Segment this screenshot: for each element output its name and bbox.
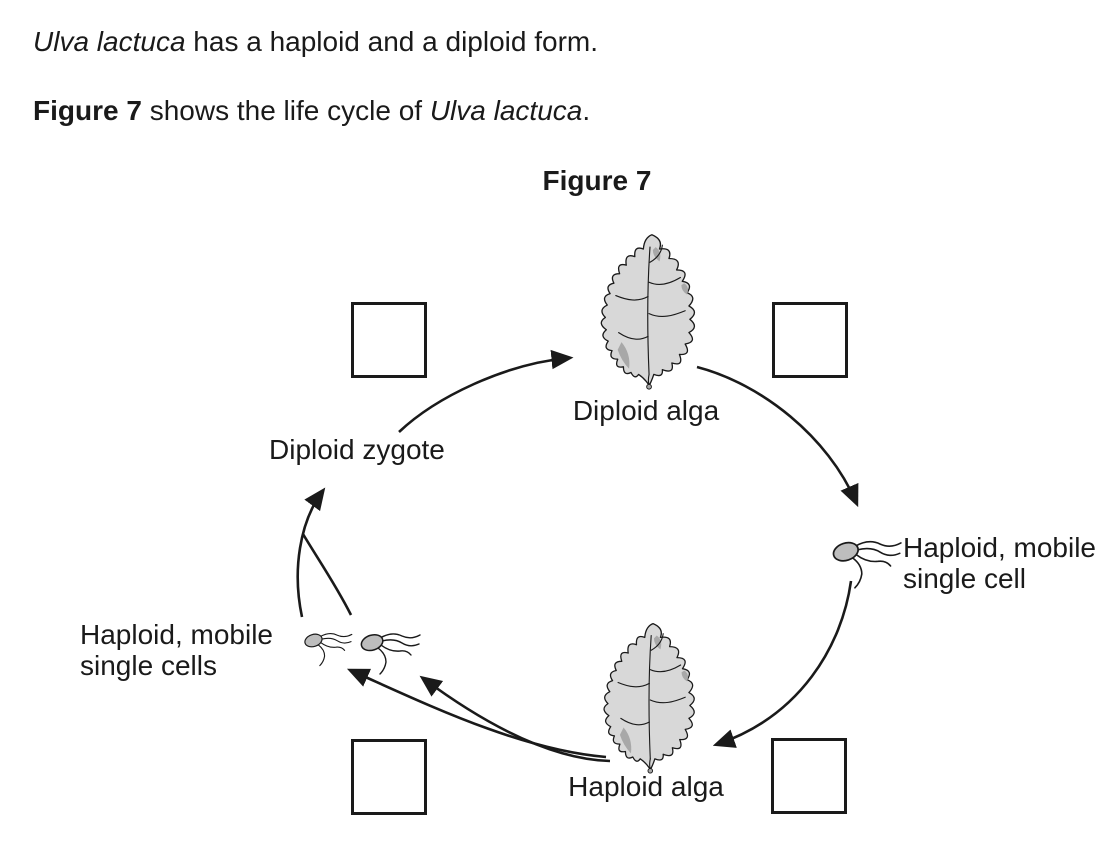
- haploid-single-cell-label-line1: Haploid, mobile: [903, 532, 1096, 563]
- arrow-cells-to-zygote: [296, 487, 326, 618]
- diploid-alga-icon: [600, 234, 696, 390]
- intro-line-1-text: has a haploid and a diploid form.: [185, 26, 599, 57]
- arrow-diploid-alga-to-single-cell: [696, 365, 859, 508]
- diploid-zygote-label: Diploid zygote: [269, 434, 445, 465]
- haploid-cell-right-icon: [358, 631, 421, 675]
- species-name-italic: Ulva lactuca: [429, 95, 583, 126]
- haploid-alga-icon: [603, 622, 695, 774]
- intro-line-1: Ulva lactuca has a haploid and a diploid…: [33, 27, 598, 57]
- intro-line-2-text: shows the life cycle of: [141, 95, 430, 126]
- haploid-single-cell-label-line2: single cell: [903, 563, 1026, 594]
- haploid-single-cells-label-line1: Haploid, mobile: [80, 619, 273, 650]
- cycle-arrows: [296, 349, 859, 763]
- line-cell-to-zygote-merge: [301, 533, 353, 616]
- arrow-haploid-alga-to-cells-right: [419, 675, 611, 763]
- answer-box-top-right[interactable]: [772, 302, 848, 378]
- figure-title: Figure 7: [542, 165, 652, 196]
- figure-reference-bold: Figure 7: [33, 95, 142, 126]
- answer-box-bottom-right[interactable]: [771, 738, 847, 814]
- arrow-haploid-alga-to-cells-left: [346, 668, 607, 759]
- haploid-alga-label: Haploid alga: [568, 771, 724, 802]
- haploid-cell-left-icon: [302, 631, 353, 667]
- arrow-single-cell-to-haploid-alga: [712, 580, 853, 748]
- answer-box-bottom-left[interactable]: [351, 739, 427, 815]
- diploid-alga-label: Diploid alga: [572, 395, 720, 426]
- intro-line-2: Figure 7 shows the life cycle of Ulva la…: [33, 96, 590, 126]
- answer-box-top-left[interactable]: [351, 302, 427, 378]
- haploid-single-cells-label-line2: single cells: [80, 650, 217, 681]
- haploid-single-cell-label: Haploid, mobile single cell: [903, 532, 1096, 594]
- haploid-single-cells-label: Haploid, mobile single cells: [80, 619, 273, 681]
- species-name-italic: Ulva lactuca: [33, 26, 186, 57]
- intro-line-2-period: .: [582, 95, 591, 126]
- arrow-zygote-to-diploid-alga: [398, 349, 574, 433]
- haploid-single-cell-icon: [830, 538, 902, 589]
